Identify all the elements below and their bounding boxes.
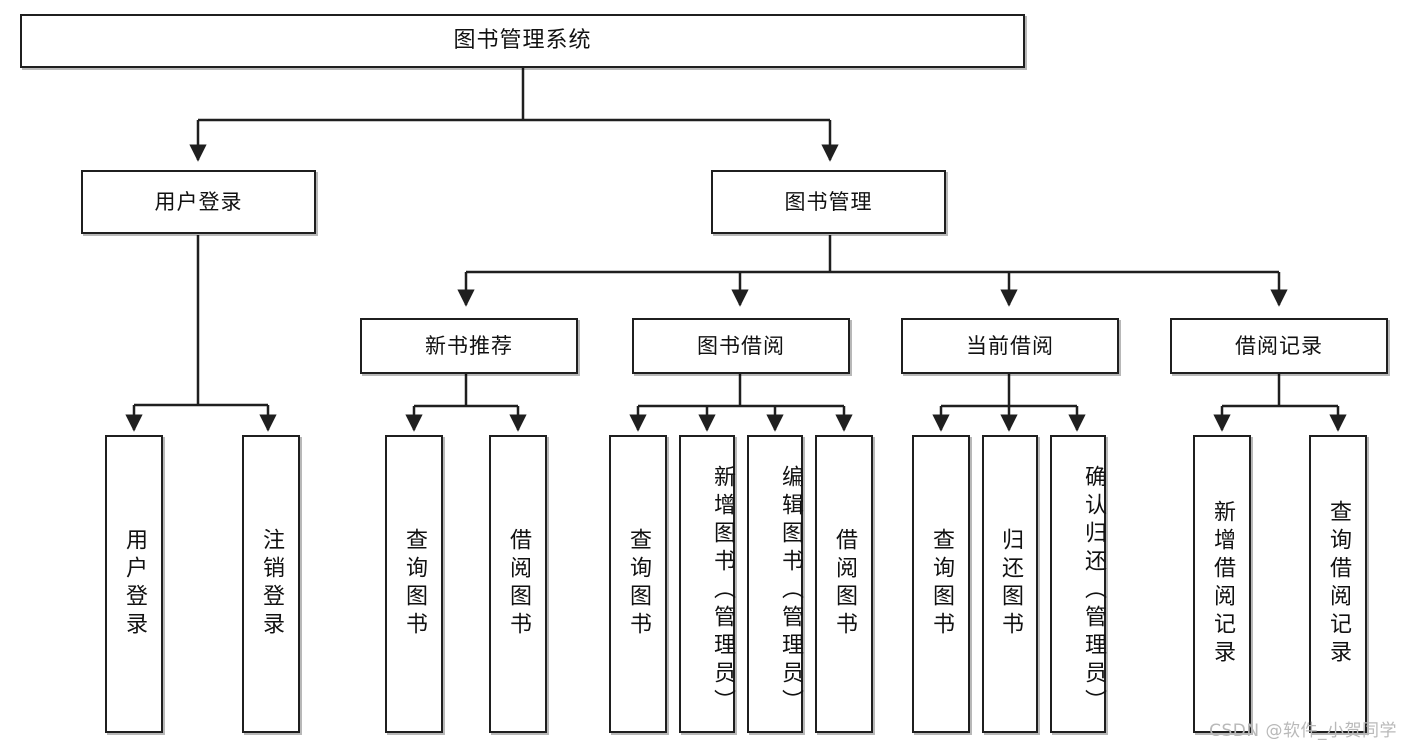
node-label: 注销登录 <box>259 528 284 640</box>
node-borrow-record[interactable]: 借阅记录 <box>1170 318 1388 374</box>
leaf-borrow-edit-book-admin[interactable]: 编辑图书（管理员） <box>747 435 803 733</box>
leaf-user-login-logout[interactable]: 注销登录 <box>242 435 300 733</box>
leaf-borrow-borrow-book[interactable]: 借阅图书 <box>815 435 873 733</box>
node-label: 查询图书 <box>929 528 954 640</box>
leaf-borrow-add-book-admin[interactable]: 新增图书（管理员） <box>679 435 735 733</box>
node-label: 查询图书 <box>626 528 651 640</box>
leaf-recommend-query-book[interactable]: 查询图书 <box>385 435 443 733</box>
leaf-record-add-record[interactable]: 新增借阅记录 <box>1193 435 1251 733</box>
node-label: 借阅图书 <box>506 528 531 640</box>
node-book-management[interactable]: 图书管理 <box>711 170 946 234</box>
node-label: 用户登录 <box>122 528 147 640</box>
node-label: 确认归还（管理员） <box>1081 465 1106 717</box>
node-label: 新增图书（管理员） <box>710 465 735 717</box>
node-label: 查询图书 <box>402 528 427 640</box>
node-label: 图书借阅 <box>697 333 785 358</box>
node-label: 图书管理系统 <box>453 28 592 53</box>
node-label: 新增借阅记录 <box>1210 500 1235 668</box>
node-book-borrow[interactable]: 图书借阅 <box>632 318 850 374</box>
leaf-record-query-record[interactable]: 查询借阅记录 <box>1309 435 1367 733</box>
node-current-borrow[interactable]: 当前借阅 <box>901 318 1119 374</box>
leaf-recommend-borrow-book[interactable]: 借阅图书 <box>489 435 547 733</box>
node-label: 图书管理 <box>784 189 873 214</box>
leaf-current-confirm-return-admin[interactable]: 确认归还（管理员） <box>1050 435 1106 733</box>
node-label: 借阅图书 <box>832 528 857 640</box>
leaf-user-login-login[interactable]: 用户登录 <box>105 435 163 733</box>
node-label: 新书推荐 <box>425 333 513 358</box>
node-label: 用户登录 <box>154 189 243 214</box>
node-label: 编辑图书（管理员） <box>778 465 803 717</box>
leaf-current-return-book[interactable]: 归还图书 <box>982 435 1038 733</box>
node-label: 查询借阅记录 <box>1326 500 1351 668</box>
node-label: 归还图书 <box>998 528 1023 640</box>
node-new-book-recommend[interactable]: 新书推荐 <box>360 318 578 374</box>
node-root-system[interactable]: 图书管理系统 <box>20 14 1025 68</box>
leaf-borrow-query-book[interactable]: 查询图书 <box>609 435 667 733</box>
leaf-current-query-book[interactable]: 查询图书 <box>912 435 970 733</box>
node-label: 当前借阅 <box>966 333 1054 358</box>
node-label: 借阅记录 <box>1235 333 1323 358</box>
node-user-login[interactable]: 用户登录 <box>81 170 316 234</box>
